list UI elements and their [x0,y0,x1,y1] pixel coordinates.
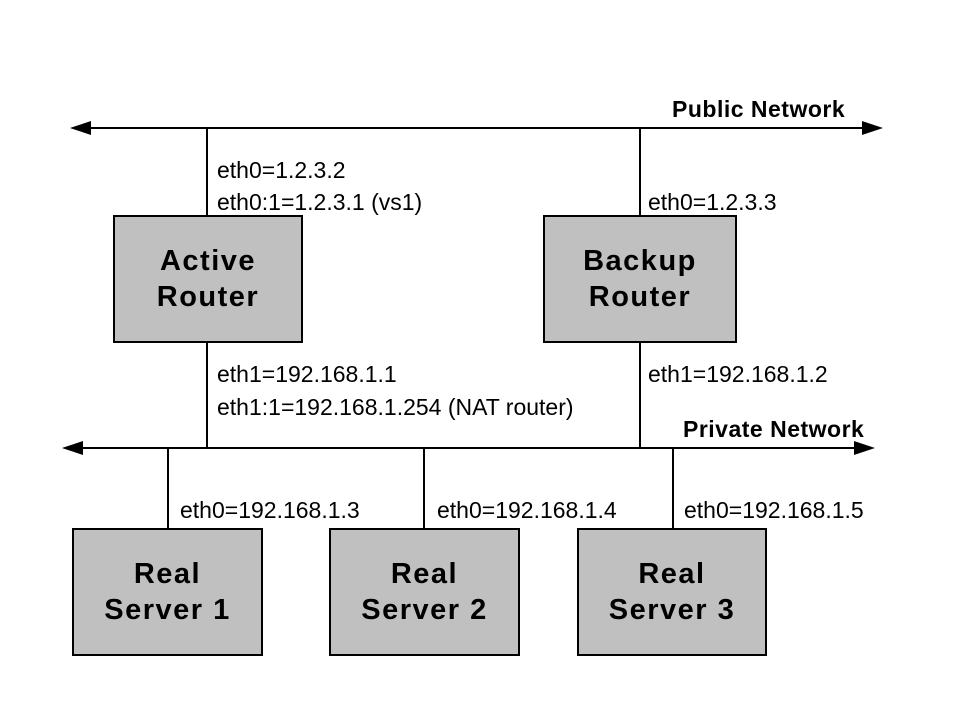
private-network-left-arrowhead [62,441,83,455]
active-router-eth1-1-label: eth1:1=192.168.1.254 (NAT router) [217,394,574,420]
active-router-private-link-line [206,342,208,448]
real-server-2-label: Real Server 2 [361,558,488,626]
real-server-2-eth0-label: eth0=192.168.1.4 [437,497,617,523]
active-router-eth1-label: eth1=192.168.1.1 [217,361,397,387]
real-server-2-link-line [423,448,425,528]
public-network-right-arrowhead [862,121,883,135]
node-real-server-2: Real Server 2 [329,528,520,656]
private-network-line [66,447,872,449]
node-real-server-3: Real Server 3 [577,528,767,656]
active-router-eth0-label: eth0=1.2.3.2 [217,157,346,183]
backup-router-eth0-label: eth0=1.2.3.3 [648,189,777,215]
private-network-label: Private Network [683,416,865,442]
real-server-1-link-line [167,448,169,528]
backup-router-label: Backup Router [583,245,697,313]
node-real-server-1: Real Server 1 [72,528,263,656]
active-router-label: Active Router [156,245,260,313]
public-network-label: Public Network [672,96,846,122]
node-active-router: Active Router [113,215,303,343]
node-backup-router: Backup Router [543,215,737,343]
active-router-public-link-line [206,128,208,216]
real-server-3-eth0-label: eth0=192.168.1.5 [684,497,864,523]
backup-router-public-link-line [639,128,641,216]
backup-router-private-link-line [639,342,641,448]
active-router-eth0-1-label: eth0:1=1.2.3.1 (vs1) [217,189,423,215]
public-network-left-arrowhead [70,121,91,135]
public-network-line [74,127,880,129]
real-server-1-label: Real Server 1 [104,558,231,626]
real-server-1-eth0-label: eth0=192.168.1.3 [180,497,360,523]
real-server-3-label: Real Server 3 [608,558,736,626]
real-server-3-link-line [672,448,674,528]
backup-router-eth1-label: eth1=192.168.1.2 [648,361,828,387]
private-network-right-arrowhead [854,441,875,455]
